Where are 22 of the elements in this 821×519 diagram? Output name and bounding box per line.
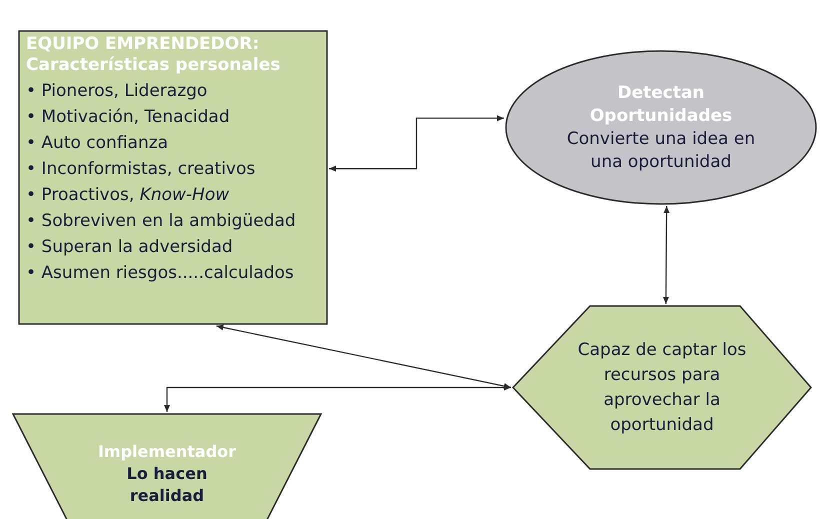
ellipse-text: Convierte una idea en una oportunidad [566,128,756,174]
trapezoid-node [12,413,322,519]
ellipse-heading: Detectan Oportunidades [588,82,734,128]
arrow [662,206,670,304]
list-item: • Sobreviven en la ambigüedad [26,210,297,233]
list-item: • Asumen riesgos.....calculados [26,262,295,285]
hexagon-node [512,305,812,470]
box-heading: EQUIPO EMPRENDEDOR: Características personales [26,34,282,76]
list-box [18,30,328,325]
arrow [329,115,504,172]
list-item: • Auto confianza [26,132,170,155]
list-item: • Inconformistas, creativos [26,158,256,181]
arrow [164,384,511,412]
list-item: • Superan la adversidad [26,236,234,259]
list-item: • Motivación, Tenacidad [26,106,231,129]
trapezoid-heading: Implementador [98,441,236,463]
list-item: • Pioneros, Liderazgo [26,80,208,103]
ellipse-node [505,50,817,205]
trapezoid-text: Lo hacen realidad [126,463,208,507]
hexagon-text: Capaz de captar los recursos para aprovechar la oportunidad [576,338,748,436]
arrow [216,324,512,389]
list-item: • Proactivos, Know-How [26,184,230,207]
